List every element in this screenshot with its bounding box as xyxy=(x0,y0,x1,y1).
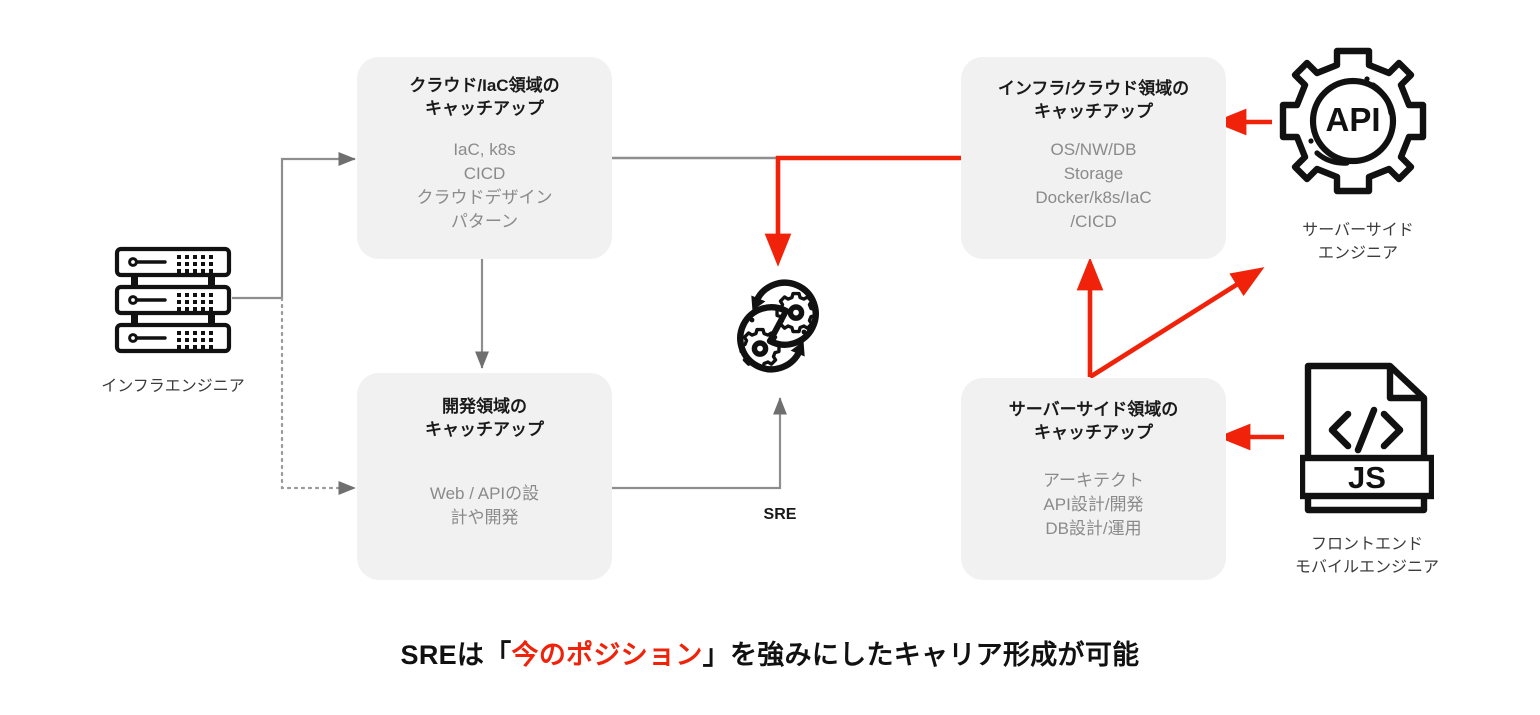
sre-gears-loop-icon xyxy=(737,279,819,373)
edge-serverside-to-serverside-engineer xyxy=(1088,267,1265,379)
api-gear-icon-text: API xyxy=(1325,101,1380,138)
api-gear-icon: API xyxy=(1279,47,1427,195)
loop-arrowhead-bottom xyxy=(790,341,805,357)
caption-part1: SREは「 xyxy=(400,640,512,670)
label-sre: SRE xyxy=(763,506,797,523)
edge-development-to-sre-gears xyxy=(610,397,788,490)
api-gear-icon-wrapper: API xyxy=(1277,45,1429,197)
node-title: サーバーサイド領域の キャッチアップ xyxy=(1008,400,1179,443)
js-file-icon-wrapper: JS xyxy=(1298,362,1436,514)
edge-server-to-development xyxy=(280,296,357,496)
node-infra-cloud-catchup[interactable]: インフラ/クラウド領域の キャッチアップ OS/NW/DB Storage Do… xyxy=(961,57,1226,259)
node-title: クラウド/IaC領域の キャッチアップ xyxy=(409,76,560,119)
loop-arrowhead-top xyxy=(751,295,766,311)
node-body: IaC, k8s CICD クラウドデザイン パターン xyxy=(416,139,553,232)
js-file-icon: JS xyxy=(1298,362,1436,514)
label-server-side-engineer: サーバーサイド エンジニア xyxy=(1302,222,1414,263)
node-cloud-iac-catchup[interactable]: クラウド/IaC領域の キャッチアップ IaC, k8s CICD クラウドデザ… xyxy=(357,57,612,259)
js-file-code-glyph xyxy=(1328,406,1404,454)
node-body: アーキテクト API設計/開発 DB設計/運用 xyxy=(1043,470,1144,539)
node-server-side-catchup[interactable]: サーバーサイド領域の キャッチアップ アーキテクト API設計/開発 DB設計/… xyxy=(961,378,1226,580)
node-body: Web / APIの設 計や開発 xyxy=(429,483,540,528)
caption: SREは「今のポジション」を強みにしたキャリア形成が可能 xyxy=(0,633,1540,672)
server-rack-icon-wrapper xyxy=(113,245,233,355)
node-title: 開発領域の キャッチアップ xyxy=(425,397,544,440)
server-rack-icon xyxy=(114,246,232,354)
sre-gears-icon-wrapper xyxy=(708,258,848,394)
edge-server-to-cloud-iac xyxy=(232,151,356,300)
caption-part2: 」を強みにしたキャリア形成が可能 xyxy=(702,640,1140,670)
caption-accent: 今のポジション xyxy=(511,640,703,670)
js-file-icon-badge-text: JS xyxy=(1348,460,1386,495)
node-body: OS/NW/DB Storage Docker/k8s/IaC /CICD xyxy=(1035,139,1152,232)
label-frontend-mobile-engineer: フロントエンド モバイルエンジニア xyxy=(1294,536,1439,577)
node-development-catchup[interactable]: 開発領域の キャッチアップ Web / APIの設 計や開発 xyxy=(357,373,612,580)
node-title: インフラ/クラウド領域の キャッチアップ xyxy=(997,79,1190,122)
label-infra-engineer: インフラエンジニア xyxy=(101,378,245,395)
